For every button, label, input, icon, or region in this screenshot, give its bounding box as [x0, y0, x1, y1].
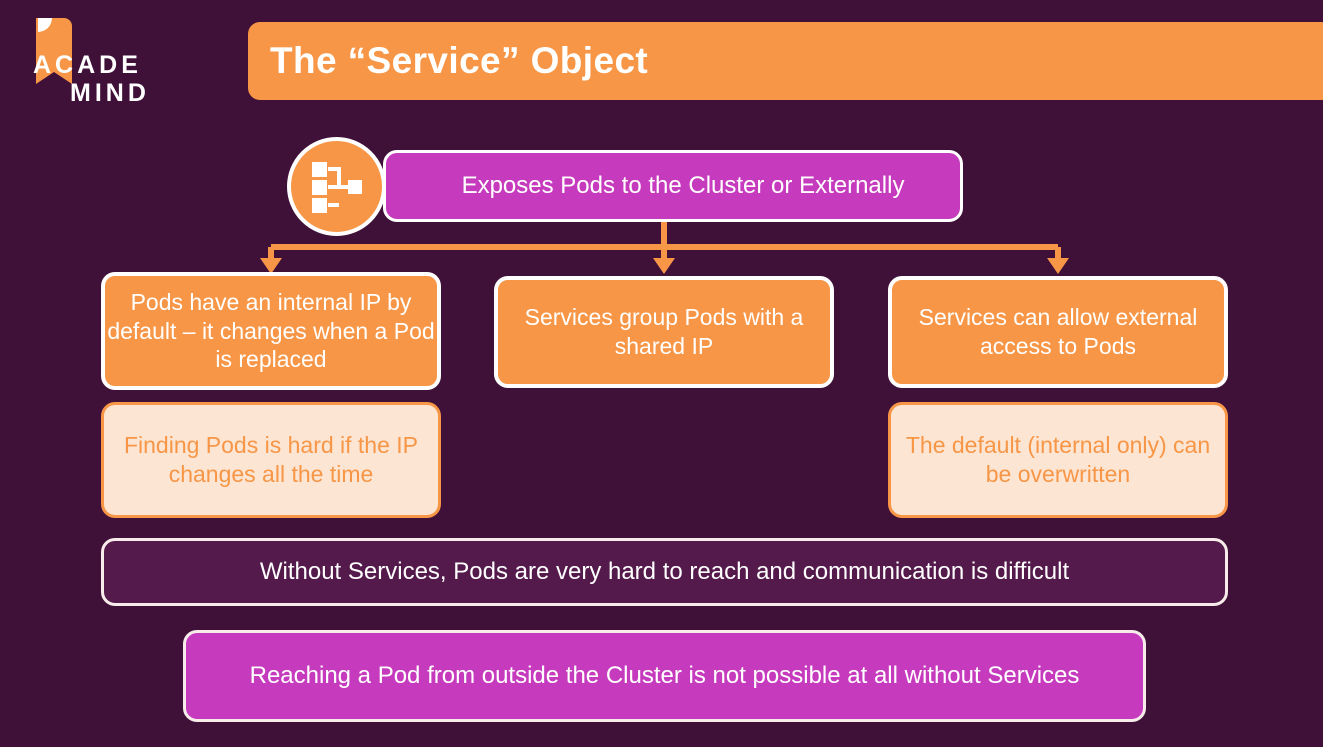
logo-flag-icon: [36, 18, 72, 84]
fact-box-services-group-pods: Services group Pods with a shared IP: [494, 276, 834, 388]
fact-label: Services group Pods with a shared IP: [524, 304, 804, 359]
summary-box-reaching-pod-outside: Reaching a Pod from outside the Cluster …: [183, 630, 1146, 722]
summary-box-without-services: Without Services, Pods are very hard to …: [101, 538, 1228, 606]
note-label: The default (internal only) can be overw…: [905, 432, 1211, 487]
note-box-finding-pods-hard: Finding Pods is hard if the IP changes a…: [101, 402, 441, 518]
summary-label: Reaching a Pod from outside the Cluster …: [249, 662, 1080, 689]
banner-label: Exposes Pods to the Cluster or Externall…: [461, 172, 905, 199]
page-title: The “Service” Object: [270, 40, 649, 81]
fact-label: Pods have an internal IP by default – it…: [107, 288, 435, 373]
banner-exposes-pods: Exposes Pods to the Cluster or Externall…: [383, 150, 963, 222]
academind-logo: ACADE MIND: [16, 12, 196, 107]
summary-label: Without Services, Pods are very hard to …: [259, 558, 1070, 585]
service-network-icon: [287, 137, 386, 236]
logo-line-2: MIND: [70, 79, 150, 107]
slide-title-bar: The “Service” Object: [248, 22, 1323, 100]
note-box-default-overwritten: The default (internal only) can be overw…: [888, 402, 1228, 518]
fact-box-pods-internal-ip: Pods have an internal IP by default – it…: [101, 272, 441, 390]
fact-label: Services can allow external access to Po…: [918, 304, 1198, 359]
note-label: Finding Pods is hard if the IP changes a…: [123, 432, 419, 487]
service-network-glyph: [311, 161, 362, 213]
fact-box-services-external-access: Services can allow external access to Po…: [888, 276, 1228, 388]
logo-line-1: ACADE: [33, 51, 142, 79]
